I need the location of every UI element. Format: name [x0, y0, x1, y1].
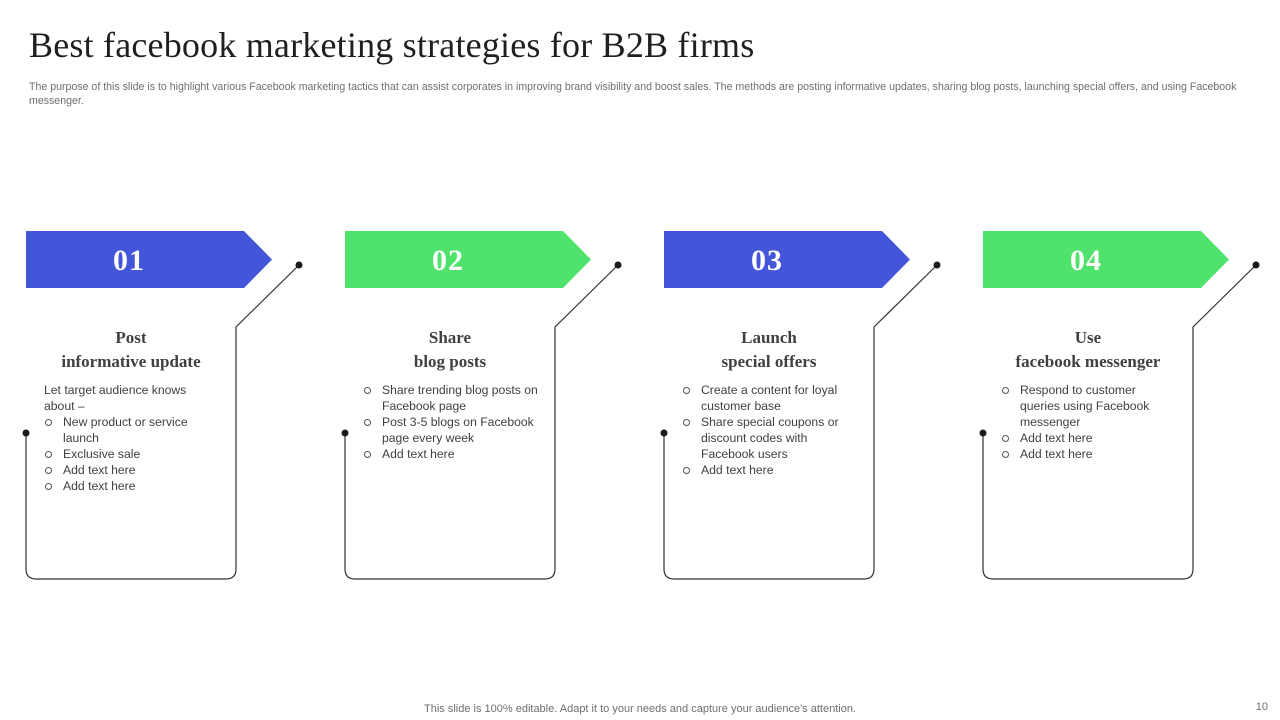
step-2-bullet-list: Share trending blog posts on Facebook pa…: [363, 382, 538, 462]
step-2-body: Share trending blog posts on Facebook pa…: [363, 382, 538, 462]
step-3-bullet-list: Create a content for loyal customer base…: [682, 382, 857, 478]
step-1-intro: Let target audience knows about –: [44, 383, 187, 413]
step-2-banner: [345, 231, 591, 288]
step-2-bullet: Post 3-5 blogs on Facebook page every we…: [363, 414, 538, 446]
step-3-number: 03: [751, 244, 783, 277]
slide-subtitle: The purpose of this slide is to highligh…: [29, 81, 1237, 107]
step-2-bullet: Share trending blog posts on Facebook pa…: [363, 382, 538, 414]
step-2-heading: Share blog posts: [355, 326, 545, 374]
step-1-bullet: Exclusive sale: [44, 446, 219, 462]
step-4-banner: [983, 231, 1229, 288]
page-number: 10: [1255, 701, 1268, 713]
step-1-banner: [26, 231, 272, 288]
step-4-heading-line2: facebook messenger: [1015, 352, 1161, 371]
step-1-heading: Post informative update: [36, 326, 226, 374]
step-card-2: 02 Share blog posts Share trending blog …: [345, 231, 635, 586]
step-4-bullet: Respond to customer queries using Facebo…: [1001, 382, 1176, 430]
step-1-heading-line1: Post: [115, 328, 147, 347]
step-2-heading-line2: blog posts: [413, 352, 487, 371]
slide-footer: This slide is 100% editable. Adapt it to…: [424, 703, 856, 715]
step-1-bullet-list: New product or service launch Exclusive …: [44, 414, 219, 494]
step-4-bullet: Add text here: [1001, 430, 1176, 446]
step-1-bullet: Add text here: [44, 462, 219, 478]
step-3-banner: [664, 231, 910, 288]
step-1-bullet: Add text here: [44, 478, 219, 494]
step-card-3: 03 Launch special offers Create a conten…: [664, 231, 954, 586]
step-2-heading-line1: Share: [428, 328, 472, 347]
step-3-heading-line2: special offers: [721, 352, 817, 371]
step-4-heading: Use facebook messenger: [993, 326, 1183, 374]
step-2-number: 02: [432, 244, 464, 277]
step-4-body: Respond to customer queries using Facebo…: [1001, 382, 1176, 462]
step-2-bullet: Add text here: [363, 446, 538, 462]
step-3-bullet: Share special coupons or discount codes …: [682, 414, 857, 462]
step-1-body: Let target audience knows about – New pr…: [44, 382, 219, 494]
step-3-heading-line1: Launch: [741, 328, 797, 347]
step-4-heading-line1: Use: [1074, 328, 1102, 347]
step-3-bullet: Create a content for loyal customer base: [682, 382, 857, 414]
step-3-bullet: Add text here: [682, 462, 857, 478]
step-3-heading: Launch special offers: [674, 326, 864, 374]
step-1-bullet: New product or service launch: [44, 414, 219, 446]
step-card-1: 01 Post informative update Let target au…: [26, 231, 316, 586]
step-4-bullet-list: Respond to customer queries using Facebo…: [1001, 382, 1176, 462]
step-card-4: 04 Use facebook messenger Respond to cus…: [983, 231, 1273, 586]
step-3-body: Create a content for loyal customer base…: [682, 382, 857, 478]
step-1-number: 01: [113, 244, 145, 277]
step-1-heading-line2: informative update: [61, 352, 201, 371]
slide-title: Best facebook marketing strategies for B…: [29, 25, 755, 65]
step-4-number: 04: [1070, 244, 1102, 277]
step-4-bullet: Add text here: [1001, 446, 1176, 462]
